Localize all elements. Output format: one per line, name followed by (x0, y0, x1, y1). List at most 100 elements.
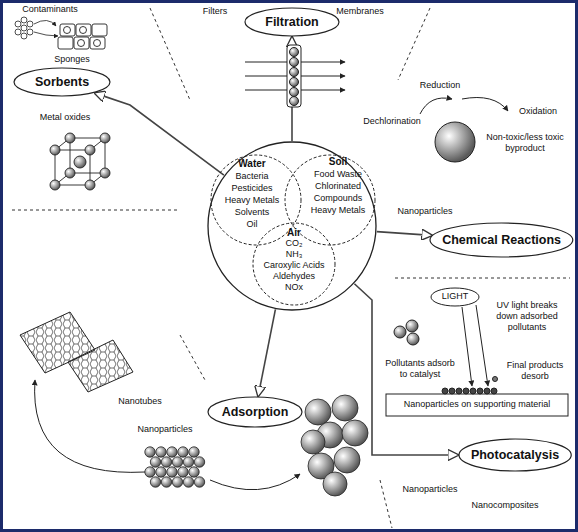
figure-label: Pollutants adsorb to catalyst (381, 358, 459, 380)
nanoparticle-aggregate (301, 430, 325, 454)
contaminant-molecule (15, 21, 21, 27)
pollutant-item: Heavy Metals (217, 194, 287, 206)
figure-label: Metal oxides (40, 112, 91, 123)
light-label: LIGHT (442, 291, 469, 302)
sponge-cubes (94, 40, 101, 47)
figure-label: Nanoparticles on supporting material (404, 399, 551, 410)
reaction-nanoparticle (420, 98, 452, 114)
method-oval: Adsorption (207, 396, 303, 428)
pollutant-item: Heavy Metals (307, 204, 369, 216)
metal-oxide-lattice (100, 133, 110, 143)
nanoparticle-cluster (183, 477, 193, 487)
separator-lines (398, 8, 430, 80)
separator-lines (12, 210, 180, 211)
oval-outline (430, 223, 573, 257)
oval-outline (14, 68, 110, 96)
nanoparticle-cluster (150, 457, 160, 467)
method-oval: Filtration (244, 7, 340, 37)
figure-label: Filters (203, 6, 228, 17)
oval-outline (245, 8, 339, 36)
flow-arrow (258, 309, 275, 396)
figure-label: Final products desorb (503, 360, 567, 382)
nanoparticle-cluster (178, 447, 188, 457)
pollutant-item: CO₂ (255, 238, 333, 249)
nanoparticle-aggregate (334, 447, 360, 473)
contaminant-molecule (15, 17, 58, 39)
pollutant-item: Bacteria (217, 170, 287, 182)
pollutant-item: NOx (255, 282, 333, 293)
figure-label: Nanotubes (118, 396, 162, 407)
photocatalysis-figure (462, 307, 472, 386)
nanoparticle-cluster (156, 447, 166, 457)
nanoparticle-aggregate (301, 395, 368, 496)
oval-outline (208, 397, 302, 427)
filter-membrane (290, 78, 299, 87)
nanoparticle-cluster (172, 457, 182, 467)
nanoparticle-cluster (194, 477, 204, 487)
method-title: Sorbents (35, 75, 89, 89)
photocatalysis-figure (493, 377, 498, 382)
pollutant-item: Aldehydes (255, 271, 333, 282)
sponge-cubes (64, 27, 71, 34)
figure-label: Nanocomposites (471, 500, 538, 511)
pollutant-item: Solvents (217, 206, 287, 218)
metal-oxide-lattice (85, 145, 95, 155)
reaction-nanoparticle (462, 98, 508, 112)
contaminant-molecule (21, 33, 27, 39)
metal-oxide-lattice (50, 133, 110, 190)
medium-heading: Soil (307, 156, 369, 168)
figure-label: Nanoparticles (137, 424, 192, 435)
sponge-cubes (58, 24, 107, 49)
medium-circle: AirCO₂NH₃Caroxylic AcidsAldehydesNOx (252, 222, 336, 306)
method-title: Photocatalysis (471, 448, 559, 462)
separator-lines (395, 278, 570, 279)
nanoparticle-aggregate (323, 472, 347, 496)
nanoparticle-aggregate (305, 399, 331, 425)
nanoparticle-cluster (145, 467, 155, 477)
metal-oxide-lattice (65, 133, 75, 143)
nanoparticle-cluster (167, 447, 177, 457)
nanoparticle-cluster (189, 467, 199, 477)
photocatalysis-figure (442, 388, 448, 394)
metal-oxide-lattice (55, 138, 105, 185)
photocatalysis-figure (456, 388, 462, 394)
figure-label: Contaminants (22, 4, 78, 15)
adsorption-arrows (35, 380, 300, 490)
pollutant-item: Food Waste (307, 168, 369, 180)
pollutant-item: Chlorinated Compounds (307, 180, 369, 204)
photocatalysis-figure (463, 388, 469, 394)
contaminant-molecule (27, 29, 33, 35)
flow-arrow (95, 93, 224, 175)
figure-label: Sponges (54, 54, 90, 65)
photocatalysis-figure (386, 288, 568, 416)
nanoparticle-cluster (145, 447, 205, 487)
flow-arrow (377, 232, 432, 236)
separator-lines (150, 8, 190, 100)
metal-oxide-lattice (100, 168, 110, 178)
contaminant-molecule (15, 29, 21, 35)
text-column: SoilFood WasteChlorinated CompoundsHeavy… (307, 156, 369, 216)
sponge-cubes (76, 24, 91, 36)
circle-outline (208, 142, 376, 310)
nanoparticle-cluster (145, 447, 155, 457)
text-column: AirCO₂NH₃Caroxylic AcidsAldehydesNOx (255, 227, 333, 293)
figure-label: UV light breaks down adsorbed pollutants (487, 300, 567, 333)
nanoparticle-cluster (189, 447, 199, 457)
reaction-nanoparticle (435, 122, 475, 162)
nanotube-figure (20, 312, 133, 392)
photocatalysis-figure (431, 288, 479, 306)
method-title: Chemical Reactions (442, 233, 561, 247)
photocatalysis-figure (491, 388, 497, 394)
photocatalysis-figure (407, 333, 419, 345)
figure-label: Nanoparticles (402, 484, 457, 495)
adsorption-arrows (210, 474, 300, 490)
nanotube-figure (68, 340, 133, 392)
figure-label: Nanoparticles (397, 206, 452, 217)
contaminant-molecule (21, 25, 27, 31)
photocatalysis-figure (394, 326, 406, 338)
nanoparticle-cluster (172, 477, 182, 487)
photocatalysis-figure (477, 388, 483, 394)
figure-label: Dechlorination (363, 116, 421, 127)
method-title: Adsorption (222, 405, 289, 419)
